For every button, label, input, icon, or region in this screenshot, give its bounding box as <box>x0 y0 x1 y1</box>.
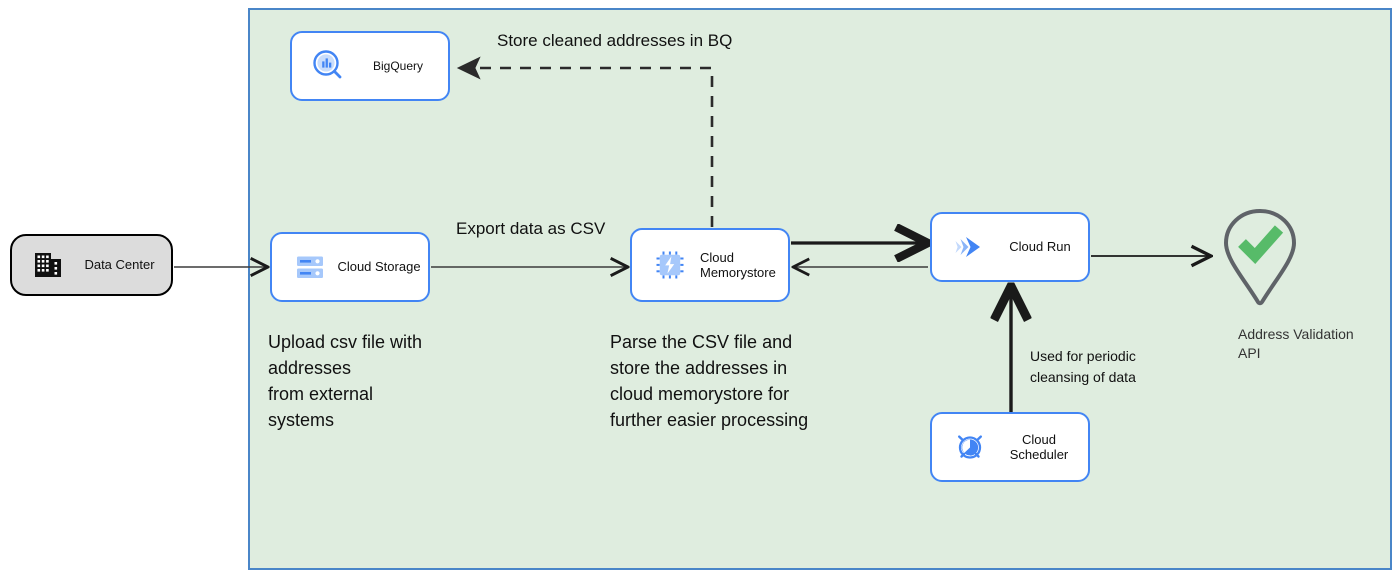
map-pin-check-icon <box>1223 208 1297 306</box>
node-label: Cloud Memorystore <box>700 249 776 280</box>
annotation-periodic-cleansing: Used for periodic cleansing of data <box>1030 348 1136 385</box>
edge-label-export-csv: Export data as CSV <box>456 219 606 238</box>
annotation-parse: Parse the CSV file and store the address… <box>610 332 809 430</box>
cloud-run-icon <box>932 232 998 262</box>
node-cloud-scheduler[interactable]: Cloud Scheduler <box>930 412 1090 482</box>
node-cloud-memorystore[interactable]: Cloud Memorystore <box>630 228 790 302</box>
edge-memorystore-to-bigquery-dashed <box>456 56 714 227</box>
node-label: Data Center <box>84 257 155 273</box>
address-validation-api-label: Address Validation API <box>1238 326 1354 361</box>
cloud-scheduler-icon <box>932 432 996 462</box>
node-cloud-storage[interactable]: Cloud Storage <box>270 232 430 302</box>
bigquery-icon <box>292 49 354 83</box>
node-label: Cloud Storage <box>337 259 421 275</box>
google-cloud-boundary-panel <box>248 8 1392 570</box>
node-label: Cloud Scheduler <box>1009 431 1069 462</box>
node-address-validation-api[interactable] <box>1218 207 1302 307</box>
node-data-center[interactable]: Data Center <box>10 234 173 296</box>
node-bigquery[interactable]: BigQuery <box>290 31 450 101</box>
node-cloud-run[interactable]: Cloud Run <box>930 212 1090 282</box>
edge-label-store-in-bq: Store cleaned addresses in BQ <box>497 31 733 50</box>
cloud-memorystore-icon <box>632 250 696 280</box>
node-label: Cloud Run <box>1009 239 1071 255</box>
annotation-upload: Upload csv file with addresses from exte… <box>268 332 423 430</box>
data-center-icon <box>12 250 74 280</box>
node-label: BigQuery <box>372 58 424 73</box>
cloud-storage-icon <box>272 252 336 282</box>
